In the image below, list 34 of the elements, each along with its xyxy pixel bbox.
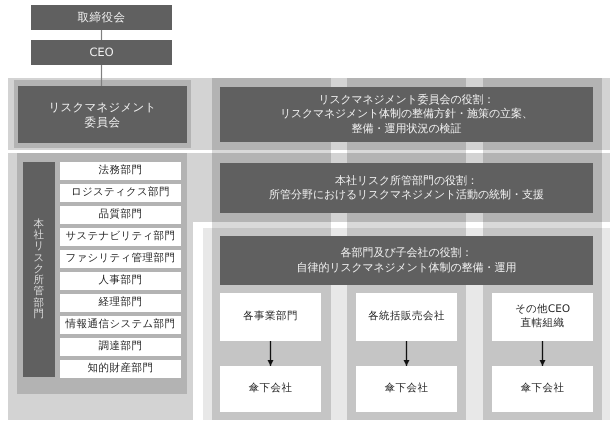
committee-box: リスクマネジメント委員会 xyxy=(18,86,187,143)
role-box xyxy=(220,236,593,285)
department-box: 人事部門 xyxy=(60,272,181,290)
role-box xyxy=(220,163,593,213)
role-box xyxy=(220,87,593,142)
role-text: 自律的リスクマネジメント体制の整備・運用 xyxy=(296,260,516,275)
role-heading: 各部門及び子会社の役割： xyxy=(340,246,472,260)
department-box: 調達部門 xyxy=(60,338,181,356)
department-box: 品質部門 xyxy=(60,206,181,224)
department-box: 情報通信システム部門 xyxy=(60,316,181,334)
department-group-box: 本社リスク所管部門 xyxy=(23,162,55,377)
department-box: 経理部門 xyxy=(60,294,181,312)
department-box: ロジスティクス部門 xyxy=(60,184,181,202)
department-box: 知的財産部門 xyxy=(60,360,181,378)
role-heading: リスクマネジメント委員会の役割： xyxy=(318,93,494,108)
role-text: リスクマネジメント体制の整備方針・施策の立案、整備・運用状況の検証 xyxy=(279,107,534,136)
role-text: 所管分野におけるリスクマネジメント活動の統制・支援 xyxy=(269,188,544,202)
arrow xyxy=(540,341,546,366)
org-box: CEO xyxy=(31,40,172,65)
department-box: サステナビリティ部門 xyxy=(60,228,181,246)
department-box: ファシリティ管理部門 xyxy=(60,250,181,268)
org-box: 取締役会 xyxy=(31,5,172,30)
arrow xyxy=(268,341,274,366)
role-heading: 本社リスク所管部門の役割： xyxy=(335,174,478,188)
organization-box: 各統括販売会社 xyxy=(356,293,457,341)
department-box: 法務部門 xyxy=(60,162,181,180)
arrow xyxy=(404,341,410,366)
subsidiary-box: 傘下会社 xyxy=(356,366,457,412)
connector-line xyxy=(100,30,102,40)
organization-box: その他CEO直轄組織 xyxy=(492,293,593,341)
connector-line xyxy=(100,65,102,86)
organization-box: 各事業部門 xyxy=(220,293,321,341)
subsidiary-box: 傘下会社 xyxy=(492,366,593,412)
subsidiary-box: 傘下会社 xyxy=(220,366,321,412)
